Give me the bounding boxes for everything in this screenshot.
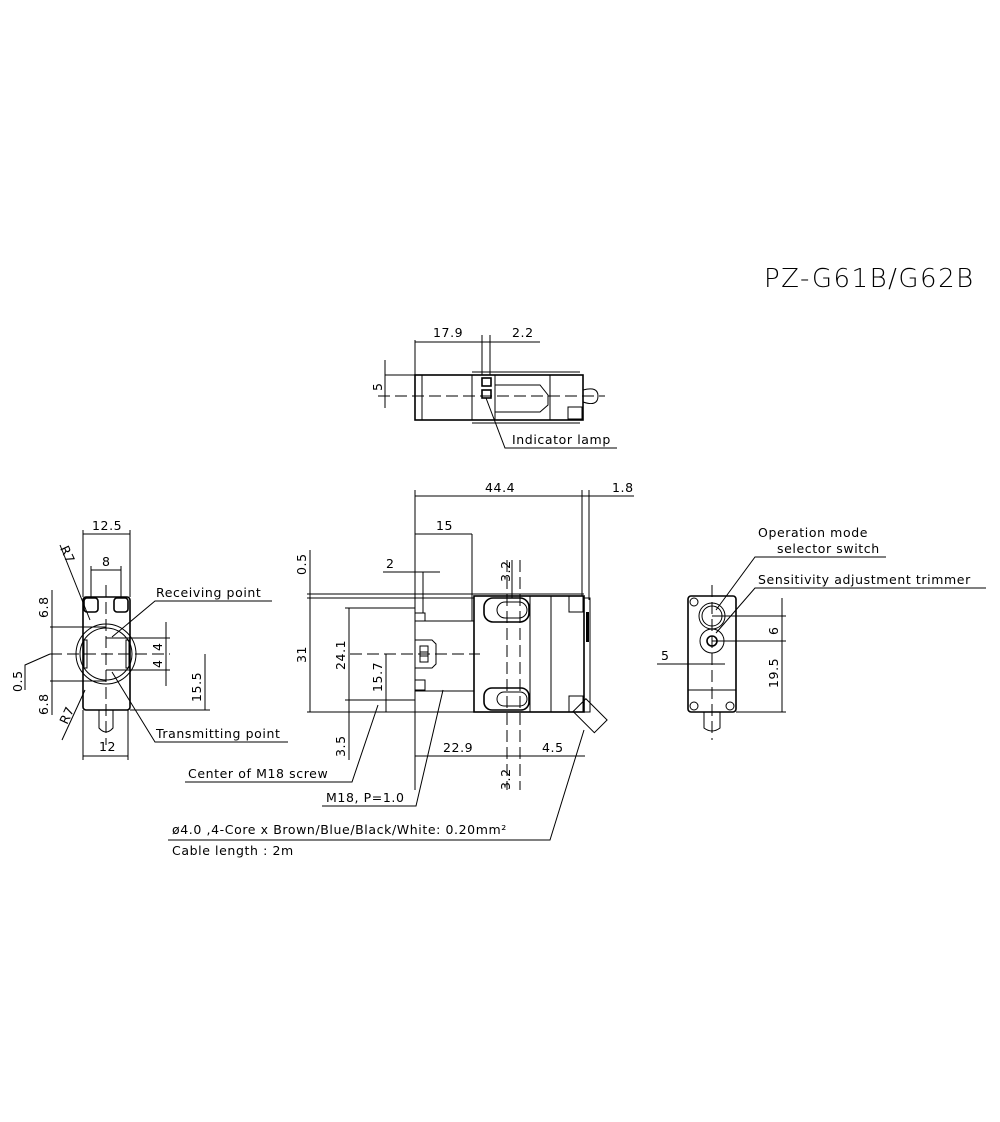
- dim-4-5: 4.5: [542, 740, 564, 755]
- dim-4-upper: 4: [150, 642, 165, 651]
- transmitting-point-label: Transmitting point: [155, 726, 280, 741]
- dim-5: 5: [370, 382, 385, 391]
- dim-3-5: 3.5: [333, 735, 348, 757]
- dim-6-8-upper: 6.8: [36, 596, 51, 618]
- receiving-point-label: Receiving point: [156, 585, 261, 600]
- dim-1-8: 1.8: [612, 480, 634, 495]
- center-screw-label: Center of M18 screw: [188, 766, 328, 781]
- dim-8: 8: [102, 554, 111, 569]
- dim-6-8-lower: 6.8: [36, 693, 51, 715]
- dim-3-2-bottom: 3.2: [498, 768, 513, 790]
- dim-15-5: 15.5: [189, 672, 204, 702]
- dim-15: 15: [436, 518, 453, 533]
- dim-17-9: 17.9: [433, 325, 463, 340]
- sensitivity-trimmer-label: Sensitivity adjustment trimmer: [758, 572, 971, 587]
- dim-4-lower: 4: [150, 659, 165, 668]
- top-view: 17.9 2.2 5 Indicator lamp: [370, 325, 617, 449]
- dim-0-5: 0.5: [10, 670, 25, 692]
- dim-2: 2: [386, 556, 395, 571]
- radius-top: R7: [57, 543, 78, 566]
- rear-view: 6 19.5 5 Operation mode selector switch …: [657, 525, 986, 740]
- dim-24-1: 24.1: [333, 640, 348, 670]
- dim-2-2: 2.2: [512, 325, 534, 340]
- indicator-lamp-icon: [481, 377, 492, 387]
- indicator-lamp-leader: [485, 397, 617, 449]
- cable-length-label: Cable length : 2m: [172, 843, 294, 858]
- dim-12: 12: [99, 739, 116, 754]
- dim-22-9: 22.9: [443, 740, 473, 755]
- front-view: 12.5 8 R7 6.8 6.8 0.5 R7 4 4 15.5 12 Rec…: [10, 518, 288, 760]
- dim-19-5: 19.5: [766, 658, 781, 688]
- top-view-body: [414, 374, 584, 421]
- dim-3-2-top: 3.2: [498, 560, 513, 582]
- dim-6: 6: [766, 626, 781, 635]
- thread-label: M18, P=1.0: [326, 790, 405, 805]
- mode-switch-label-line2: selector switch: [777, 541, 880, 556]
- dim-31: 31: [294, 646, 309, 663]
- radius-bottom: R7: [56, 704, 77, 727]
- model-title: PZ-G61B/G62B: [764, 264, 975, 294]
- dim-5-rear: 5: [661, 648, 670, 663]
- dim-0-5-side: 0.5: [294, 553, 309, 575]
- dim-15-7: 15.7: [370, 662, 385, 692]
- cable-spec-label: ø4.0 ,4-Core x Brown/Blue/Black/White: 0…: [172, 822, 507, 837]
- side-view: 44.4 1.8 15 2 3.2 0.5 31 24.1 15.7 3.5 2…: [168, 480, 634, 858]
- dim-44-4: 44.4: [485, 480, 515, 495]
- mode-switch-label-line1: Operation mode: [758, 525, 868, 540]
- dim-12-5: 12.5: [92, 518, 122, 533]
- indicator-lamp-label: Indicator lamp: [512, 432, 611, 447]
